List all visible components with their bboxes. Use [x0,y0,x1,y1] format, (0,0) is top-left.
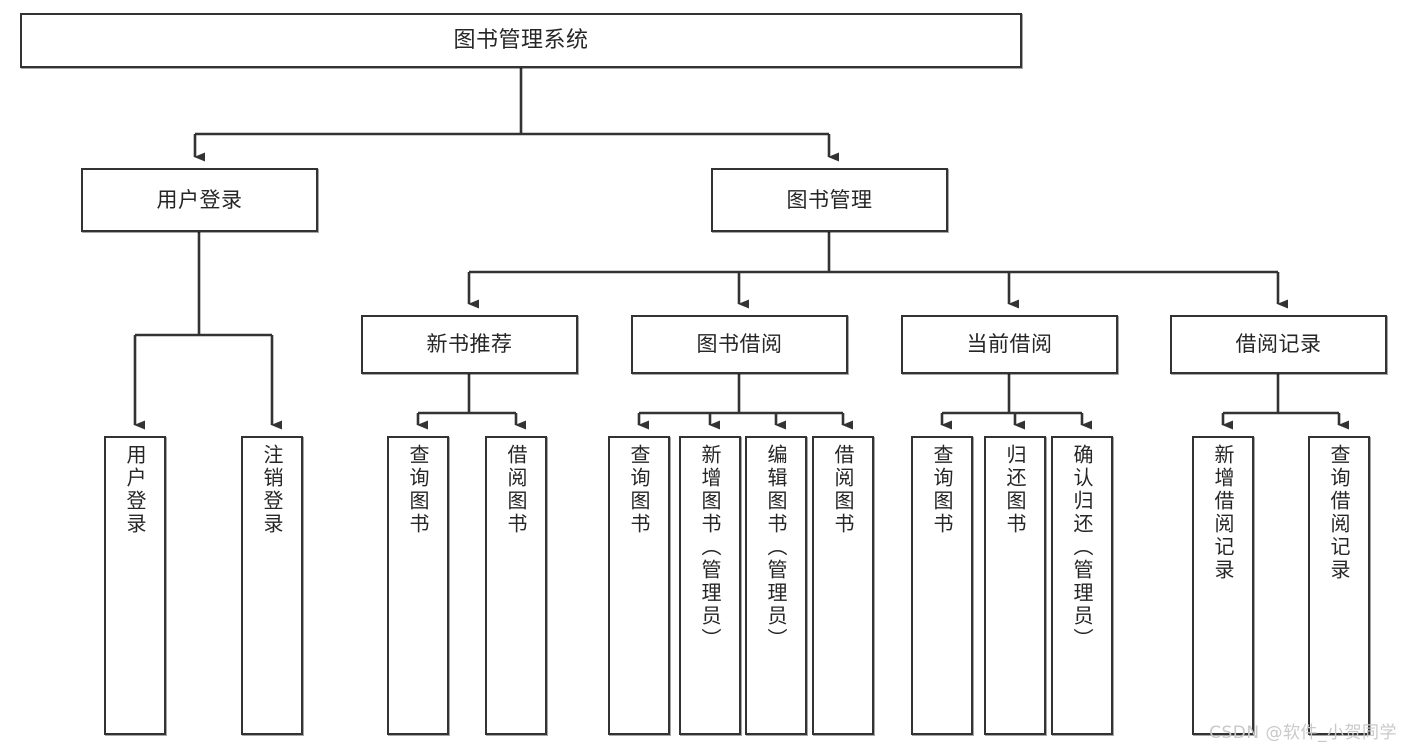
node-leaf-query-record-label: 查询借阅记录 [1327,444,1351,582]
node-leaf-user-login-label: 用户登录 [123,444,147,536]
node-book-manage-label: 图书管理 [786,187,873,212]
node-leaf-confirm-return[interactable]: 确认归还（管理员） [1051,436,1113,735]
node-new-book-recommend[interactable]: 新书推荐 [361,315,578,374]
node-leaf-add-book-label: 新增图书（管理员） [698,444,722,651]
node-book-manage[interactable]: 图书管理 [711,168,948,232]
csdn-watermark: CSDN @软件_小贺同学 [1209,723,1397,743]
node-leaf-borrow-book-2-label: 借阅图书 [831,444,855,536]
node-leaf-borrow-book-2[interactable]: 借阅图书 [812,436,874,735]
node-leaf-borrow-book-1-label: 借阅图书 [504,444,528,536]
node-leaf-return-book[interactable]: 归还图书 [984,436,1046,735]
node-user-login-label: 用户登录 [156,187,243,212]
node-leaf-query-book-2[interactable]: 查询图书 [608,436,670,735]
node-leaf-add-record[interactable]: 新增借阅记录 [1192,436,1254,735]
node-leaf-edit-book-label: 编辑图书（管理员） [764,444,788,651]
node-leaf-query-book-3[interactable]: 查询图书 [911,436,973,735]
tree-connectors [133,68,1349,430]
node-book-borrow[interactable]: 图书借阅 [631,315,848,374]
node-user-login[interactable]: 用户登录 [81,168,318,232]
node-leaf-query-book-1-label: 查询图书 [406,444,430,536]
node-leaf-confirm-return-label: 确认归还（管理员） [1070,444,1094,651]
node-book-borrow-label: 图书借阅 [696,332,783,357]
node-borrow-record-label: 借阅记录 [1235,332,1322,357]
node-leaf-add-book[interactable]: 新增图书（管理员） [679,436,741,735]
node-root[interactable]: 图书管理系统 [20,13,1022,68]
node-leaf-query-record[interactable]: 查询借阅记录 [1308,436,1370,735]
node-root-label: 图书管理系统 [453,27,589,53]
node-leaf-query-book-1[interactable]: 查询图书 [387,436,449,735]
node-leaf-logout[interactable]: 注销登录 [241,436,303,735]
node-current-borrow-label: 当前借阅 [966,332,1053,357]
node-leaf-borrow-book-1[interactable]: 借阅图书 [485,436,547,735]
node-current-borrow[interactable]: 当前借阅 [901,315,1118,374]
node-leaf-add-record-label: 新增借阅记录 [1211,444,1235,582]
node-new-book-recommend-label: 新书推荐 [426,332,513,357]
node-leaf-return-book-label: 归还图书 [1003,444,1027,536]
node-leaf-query-book-2-label: 查询图书 [627,444,651,536]
node-leaf-logout-label: 注销登录 [260,444,284,536]
node-leaf-user-login[interactable]: 用户登录 [104,436,166,735]
node-borrow-record[interactable]: 借阅记录 [1170,315,1387,374]
node-leaf-edit-book[interactable]: 编辑图书（管理员） [745,436,807,735]
node-leaf-query-book-3-label: 查询图书 [930,444,954,536]
